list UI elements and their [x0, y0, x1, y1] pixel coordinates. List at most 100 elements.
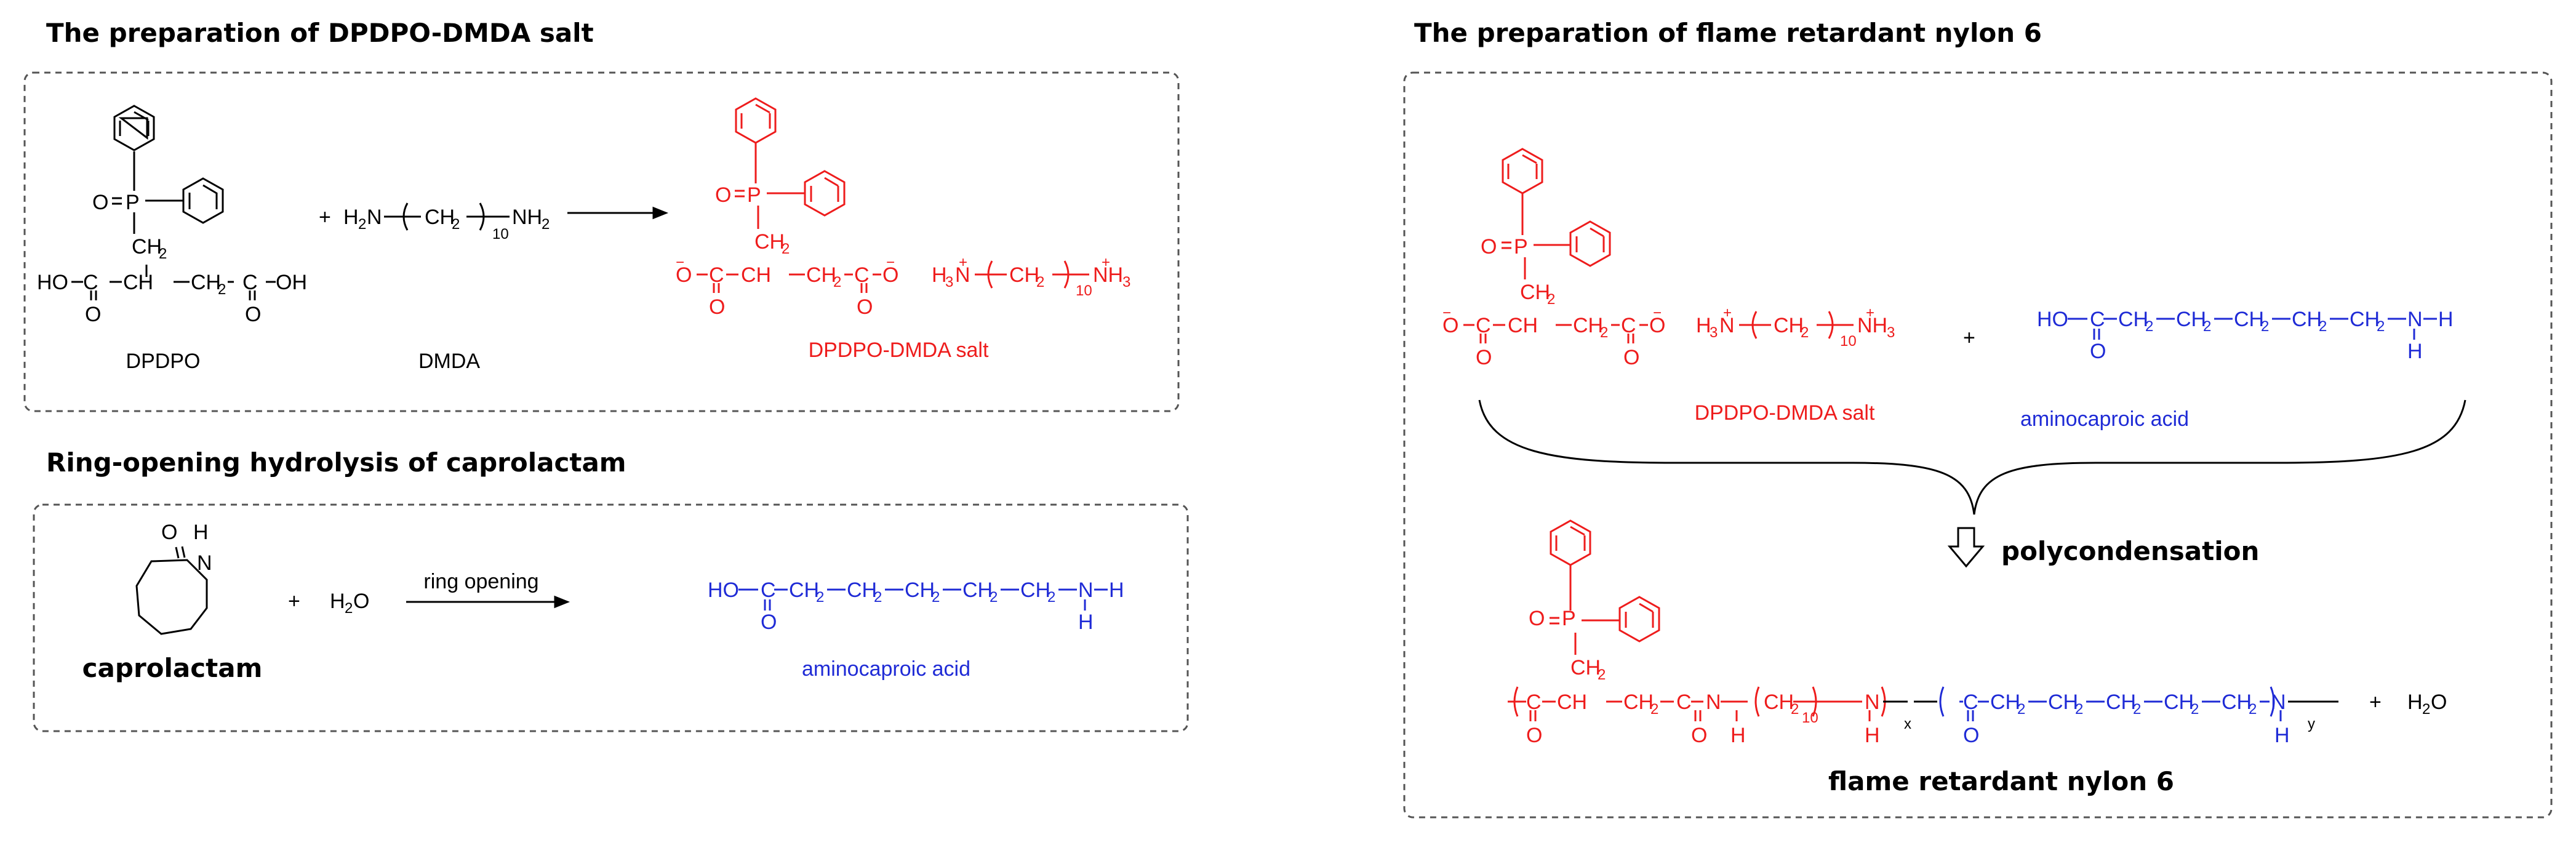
svg-text:2: 2: [874, 589, 882, 606]
svg-text:H: H: [1696, 314, 1711, 337]
aminocaproic-structure: HO C CH2 CH2 CH2 CH2 CH2 N H O H: [708, 579, 1124, 634]
svg-text:2: 2: [2319, 318, 2327, 335]
svg-text:H: H: [343, 206, 359, 229]
svg-text:N: N: [1078, 579, 1094, 602]
svg-text:C: C: [1476, 314, 1491, 337]
svg-text:+: +: [1866, 305, 1874, 321]
svg-text:H: H: [2407, 340, 2423, 363]
svg-text:2: 2: [2422, 701, 2430, 718]
svg-text:O: O: [1963, 724, 1979, 747]
svg-text:2: 2: [1047, 589, 1055, 606]
svg-text:HO: HO: [708, 579, 739, 602]
product-red-atoms: O P CH2 C CH CH2 C N CH2 10 N O O H H: [1526, 607, 1880, 747]
svg-text:2: 2: [2203, 318, 2211, 335]
svg-text:O: O: [2090, 340, 2106, 363]
plus-sign-4: +: [2369, 691, 2382, 714]
caprolactam-structure: [135, 546, 208, 635]
svg-text:H: H: [932, 263, 947, 287]
svg-text:2: 2: [782, 241, 790, 257]
svg-text:CH: CH: [741, 263, 771, 287]
svg-text:CH: CH: [1774, 314, 1804, 337]
svg-text:HO: HO: [37, 271, 68, 294]
svg-text:N: N: [197, 551, 212, 575]
product-red-part: [1508, 519, 1886, 721]
plus-sign-3: +: [1963, 326, 1975, 350]
svg-text:H: H: [1109, 579, 1124, 602]
svg-text:NH: NH: [512, 206, 542, 229]
svg-text:3: 3: [1122, 274, 1130, 290]
svg-text:2: 2: [2133, 701, 2141, 718]
svg-text:CH: CH: [123, 271, 153, 294]
svg-text:P: P: [1562, 607, 1576, 630]
svg-text:2: 2: [2017, 701, 2025, 718]
product-label: flame retardant nylon 6: [1828, 766, 2174, 796]
svg-text:C: C: [1526, 691, 1542, 714]
svg-text:+: +: [1723, 305, 1732, 321]
nylon-aminocaproic-structure: HO C CH2 CH2 CH2 CH2 CH2 N H O H: [2037, 308, 2454, 363]
svg-text:2: 2: [1791, 701, 1799, 718]
svg-text:2: 2: [452, 216, 460, 233]
svg-text:3: 3: [945, 274, 953, 290]
svg-text:O: O: [85, 303, 101, 326]
svg-text:−: −: [1653, 305, 1662, 321]
svg-text:CH: CH: [2048, 691, 2078, 714]
svg-text:P: P: [1514, 235, 1528, 258]
svg-text:2: 2: [1547, 291, 1555, 308]
svg-text:O: O: [1691, 724, 1707, 747]
svg-text:2: 2: [2191, 701, 2199, 718]
svg-text:H: H: [1865, 724, 1880, 747]
svg-text:CH: CH: [2118, 308, 2148, 331]
svg-text:CH: CH: [1020, 579, 1050, 602]
svg-text:3: 3: [1887, 324, 1895, 341]
nylon-prep-box: [1403, 71, 2553, 819]
dpdpo-atoms: O P CH2 HO C CH CH2 C OH O O: [37, 191, 307, 326]
svg-text:2: 2: [1650, 701, 1658, 718]
svg-text:CH: CH: [2106, 691, 2136, 714]
svg-text:O: O: [1526, 724, 1542, 747]
reaction-arrow-2: [406, 595, 570, 609]
product-blue-part: [1939, 686, 2282, 721]
svg-text:C: C: [1621, 314, 1636, 337]
svg-text:C: C: [709, 263, 724, 287]
svg-text:3: 3: [1710, 324, 1718, 341]
svg-text:2: 2: [542, 216, 550, 233]
nylon-salt-label: DPDPO-DMDA salt: [1695, 401, 1875, 425]
nylon-prep-title: The preparation of flame retardant nylon…: [1414, 18, 2042, 48]
down-arrow-icon: [1947, 527, 1985, 568]
svg-text:CH: CH: [1009, 263, 1039, 287]
svg-text:CH: CH: [132, 235, 162, 258]
nylon-aminocaproic-label: aminocaproic acid: [2020, 407, 2189, 431]
svg-text:O: O: [92, 191, 108, 214]
aminocaproic-label: aminocaproic acid: [802, 657, 970, 681]
svg-text:2: 2: [2261, 318, 2269, 335]
svg-text:CH: CH: [2164, 691, 2194, 714]
subscript-y: y: [2308, 716, 2315, 732]
caprolactam-atoms: O H N: [161, 521, 212, 575]
svg-text:O: O: [1649, 314, 1665, 337]
product-blue-atoms: C CH2 CH2 CH2 CH2 CH2 N O H: [1963, 691, 2290, 747]
svg-text:CH: CH: [754, 230, 785, 254]
svg-text:O: O: [353, 590, 369, 613]
svg-text:−: −: [1442, 305, 1451, 321]
svg-text:2: 2: [1598, 667, 1606, 683]
svg-text:H: H: [2438, 308, 2454, 331]
svg-text:CH: CH: [1623, 691, 1654, 714]
svg-text:2: 2: [345, 600, 353, 617]
svg-text:CH: CH: [2292, 308, 2322, 331]
svg-text:O: O: [882, 263, 898, 287]
svg-text:2: 2: [932, 589, 940, 606]
svg-text:O: O: [1529, 607, 1545, 630]
svg-text:10: 10: [1802, 710, 1818, 726]
svg-text:+: +: [1102, 254, 1110, 271]
svg-text:OH: OH: [276, 271, 307, 294]
svg-text:O: O: [857, 295, 873, 319]
svg-text:CH: CH: [789, 579, 819, 602]
svg-text:CH: CH: [905, 579, 935, 602]
ring-opening-box: [33, 503, 1189, 732]
aminocaproic-bonds: [738, 588, 1108, 611]
svg-text:NH: NH: [1093, 263, 1123, 287]
